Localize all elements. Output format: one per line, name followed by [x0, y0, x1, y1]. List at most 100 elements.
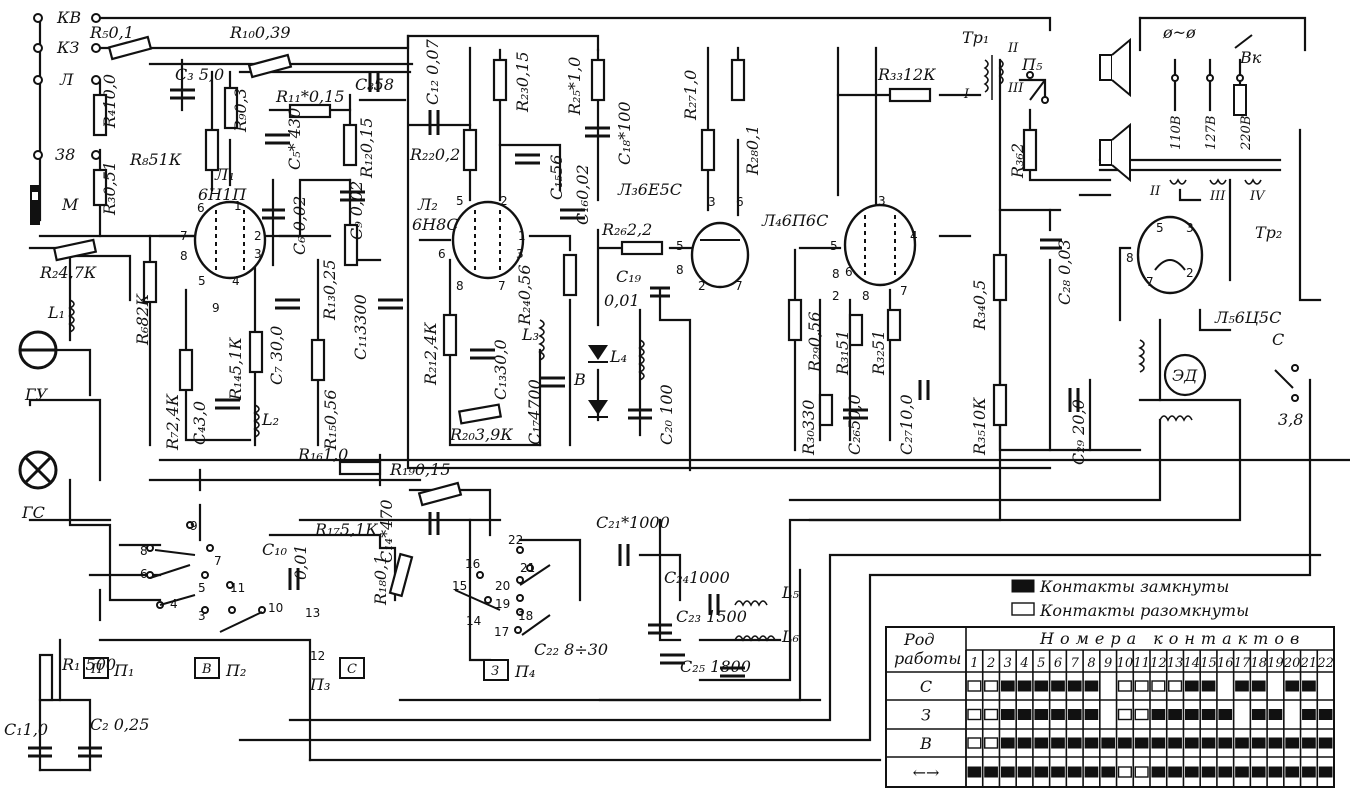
capacitor-c6: [262, 208, 285, 220]
label-c3: C₃ 5,0: [175, 65, 224, 84]
contact-closed-cell: [1084, 766, 1099, 778]
key-p1[interactable]: [83, 657, 109, 679]
legend-open: Контакты разомкнуты: [1039, 601, 1249, 620]
inductor-l4: [638, 339, 645, 381]
label-c6: C₆ 0,02: [290, 196, 309, 255]
contact-closed-cell: [1302, 766, 1316, 778]
resistor-r34: [992, 253, 1008, 302]
tube-l3: Л₃6Е5С: [617, 180, 750, 289]
capacitor-c24: [708, 594, 720, 615]
label-c24: C₂₄1000: [664, 568, 730, 587]
switch-c[interactable]: С 3,8: [1272, 330, 1303, 429]
contact-open-cell: [967, 708, 982, 721]
speaker-2-magnet: [1099, 139, 1113, 166]
jack-gu[interactable]: ГУ: [18, 330, 58, 404]
inductor-l6: [734, 635, 776, 642]
contact-closed-cell: [1151, 737, 1166, 749]
tube-l1-name: Л₁: [214, 165, 235, 184]
label-r13: R₁₃0,25: [320, 260, 339, 322]
terminal-kz[interactable]: [33, 43, 43, 53]
svg-text:11: 11: [230, 581, 245, 595]
contact-closed-cell: [1235, 680, 1249, 692]
resistor-r23: [492, 58, 508, 102]
inductor-l3: [538, 319, 545, 361]
key-p2-label: В: [201, 662, 212, 677]
contact-closed-cell: [1251, 737, 1266, 749]
capacitor-c1: [28, 746, 52, 758]
table-col-number: 13: [1167, 656, 1184, 671]
contact-open-cell: [967, 737, 982, 749]
contact-closed-cell: [1235, 737, 1249, 749]
contact-closed-cell: [1000, 737, 1015, 749]
svg-text:2: 2: [698, 279, 706, 293]
tube-l3-label: Л₃6Е5С: [617, 180, 682, 199]
label-c2: C₂ 0,25: [90, 715, 149, 734]
contact-open-cell: [967, 680, 982, 692]
tr1-w2: II: [1007, 41, 1019, 56]
inductor-l1: [68, 299, 75, 333]
svg-text:5: 5: [456, 194, 464, 208]
svg-text:2: 2: [1186, 266, 1194, 280]
jack-gs[interactable]: ГС: [18, 450, 58, 522]
mains-label: ø~ø: [1162, 23, 1196, 42]
svg-text:5: 5: [198, 581, 206, 595]
label-m: М: [61, 195, 79, 214]
contact-closed-cell: [1084, 737, 1099, 749]
ed-circle: [1163, 353, 1207, 397]
contact-closed-cell: [1034, 737, 1049, 749]
table-col-number: 18: [1250, 656, 1267, 671]
diode-label-b: В: [573, 370, 586, 389]
speaker-2-cone: [1111, 122, 1131, 183]
tube-l4-label: Л₄6П6С: [761, 211, 828, 230]
contact-closed-cell: [1251, 766, 1266, 778]
tr1-w1: I: [963, 87, 970, 102]
vk-label: Вк: [1239, 48, 1262, 67]
svg-text:18: 18: [518, 609, 533, 623]
svg-text:4: 4: [170, 597, 178, 611]
contact-closed-cell: [1034, 709, 1049, 720]
contact-closed-cell: [1000, 766, 1015, 778]
contact-open-cell: [984, 737, 999, 749]
key-p3-label: С: [347, 662, 357, 677]
svg-text:19: 19: [495, 597, 510, 611]
svg-text:8: 8: [1126, 251, 1134, 265]
contact-closed-cell: [1285, 766, 1300, 778]
resistor-r27: [700, 128, 716, 172]
table-row-mode: З: [921, 706, 931, 725]
contact-open-cell: [1168, 680, 1183, 692]
label-c22: C₂₂ 8÷30: [534, 640, 608, 659]
label-r36: R₃₆2: [1008, 143, 1027, 179]
label-38: 38: [55, 145, 75, 164]
resistor-r14: [248, 330, 264, 374]
inductor-l2: [253, 404, 260, 438]
capacitor-c18: [585, 126, 610, 138]
label-r22: R₂₂0,2: [409, 145, 460, 164]
label-c13: C₁₃30,0: [491, 339, 510, 400]
label-r12: R₁₂0,15: [357, 118, 376, 180]
capacitor-c7: [275, 298, 300, 310]
terminal-l[interactable]: [33, 75, 43, 85]
svg-text:6: 6: [845, 265, 853, 279]
capacitor-c14: [428, 512, 440, 535]
label-c10: C₁₀: [262, 540, 288, 559]
switch-p5[interactable]: П₅: [1021, 55, 1049, 104]
terminal-kv[interactable]: [33, 13, 43, 23]
key-p3[interactable]: [339, 657, 365, 679]
capacitor-c15: [515, 153, 540, 165]
svg-text:2: 2: [254, 229, 262, 243]
power-switch-lever[interactable]: [1234, 34, 1253, 49]
diodes: В: [573, 345, 608, 418]
contact-open-cell: [1134, 708, 1149, 721]
terminal-38[interactable]: [33, 150, 43, 160]
tap-110: 110В: [1169, 116, 1184, 150]
key-p4[interactable]: [483, 659, 509, 681]
label-r5: R₅0,1: [89, 23, 134, 42]
label-kv: КВ: [56, 8, 81, 27]
label-r10: R₁₀0,39: [229, 23, 291, 42]
contact-closed-cell: [1201, 709, 1216, 720]
key-p2[interactable]: [194, 657, 220, 679]
resistor-r1: [38, 653, 54, 702]
label-r35: R₃₅10К: [970, 397, 989, 456]
